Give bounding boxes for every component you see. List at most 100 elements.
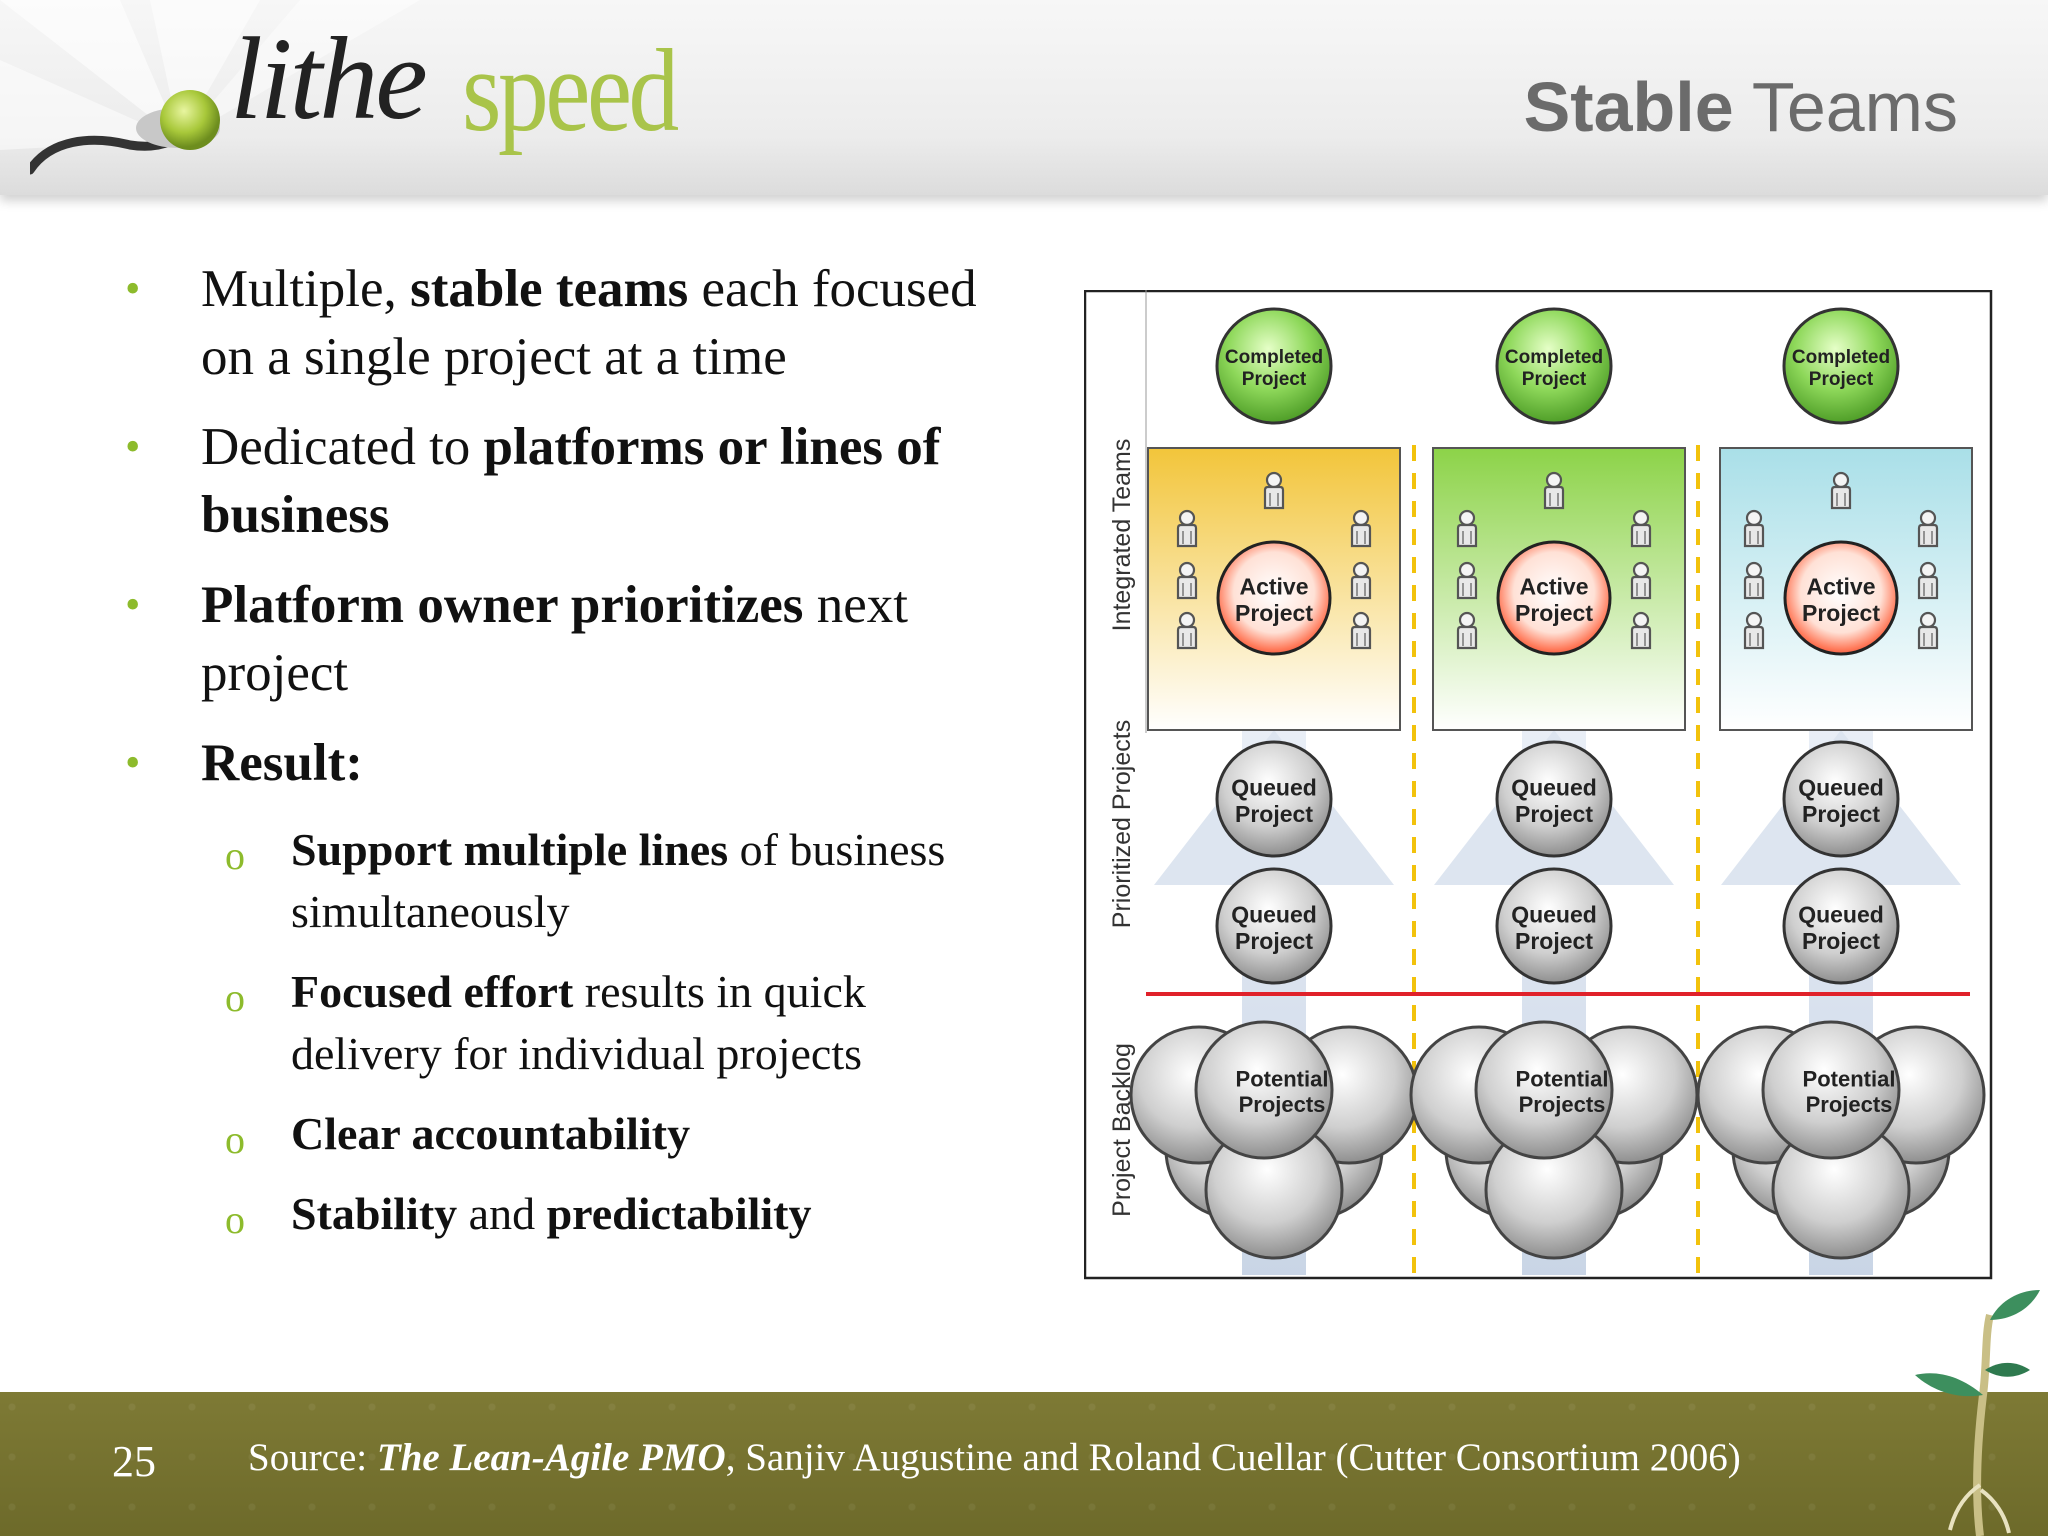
slide-header <box>0 0 2048 195</box>
team-member-icon <box>1743 611 1765 650</box>
bullet-item: •Result: <box>115 729 1025 797</box>
team-member-icon <box>1176 509 1198 548</box>
queued-project-label-line1: Queued <box>1231 902 1317 928</box>
bullet-dot: • <box>125 580 141 629</box>
queued-project-circle <box>1495 867 1613 985</box>
completed-project-label-line2: Project <box>1809 369 1874 390</box>
queued-project-label-line1: Queued <box>1231 775 1317 801</box>
bullet-text-bold: stable teams <box>410 260 689 318</box>
sub-bullet-text-bold: Focused effort <box>291 966 574 1017</box>
logo-text-lithe: lithe <box>230 13 428 144</box>
page-title: Stable Teams <box>1524 72 1958 142</box>
team-member-icon <box>1743 509 1765 548</box>
sub-bullet-text: of business simultaneously <box>291 824 946 937</box>
team-member-icon <box>1176 561 1198 600</box>
bullet-text: Dedicated to <box>201 418 484 476</box>
completed-project-label-line1: Completed <box>1792 347 1890 368</box>
page-title-rest: Teams <box>1733 68 1958 146</box>
completed-project-label-line1: Completed <box>1505 347 1603 368</box>
sub-bullet-text-bold: Support multiple lines <box>291 824 729 875</box>
active-project-label-line2: Project <box>1235 600 1313 626</box>
queued-project-label-line1: Queued <box>1798 902 1884 928</box>
active-project-label-line1: Active <box>1519 574 1588 600</box>
queued-project-circle <box>1782 740 1900 858</box>
sub-bullet-dot: o <box>225 975 245 1020</box>
queued-project-label-line1: Queued <box>1511 775 1597 801</box>
active-project-circle <box>1216 540 1332 656</box>
sub-bullet-dot: o <box>225 1197 245 1242</box>
bullet-dot: • <box>125 422 141 471</box>
row-label-project-backlog: Project Backlog <box>1108 1043 1136 1217</box>
team-member-icon <box>1743 561 1765 600</box>
team-member-icon <box>1350 611 1372 650</box>
potential-projects-label-line1: Potential <box>1236 1067 1329 1092</box>
stable-teams-diagram: Integrated Teams Prioritized Projects Pr… <box>1084 290 1993 1280</box>
logo-text-speed: speed <box>462 25 679 156</box>
page-title-bold: Stable <box>1523 68 1734 146</box>
sub-bullet-text-bold: Stability <box>291 1188 458 1239</box>
queued-project-label-line2: Project <box>1802 928 1880 954</box>
active-project-label-line1: Active <box>1239 574 1308 600</box>
source-details: , Sanjiv Augustine and Roland Cuellar (C… <box>725 1436 1741 1479</box>
bullet-text-bold: platforms or lines of business <box>201 418 941 544</box>
completed-project-circle <box>1495 307 1613 425</box>
queued-project-label-line2: Project <box>1515 801 1593 827</box>
queued-project-label-line2: Project <box>1235 928 1313 954</box>
team-member-icon <box>1917 509 1939 548</box>
team-member-icon <box>1456 561 1478 600</box>
queued-project-circle <box>1215 740 1333 858</box>
team-member-icon <box>1176 611 1198 650</box>
team-member-icon <box>1917 561 1939 600</box>
potential-projects-label-line2: Projects <box>1806 1092 1893 1117</box>
queued-project-circle <box>1215 867 1333 985</box>
page-number: 25 <box>112 1437 156 1486</box>
sub-bullet-dot: o <box>225 833 245 878</box>
bullet-item: • Dedicated to platforms or lines of busi… <box>115 413 1025 549</box>
queued-project-label-line2: Project <box>1802 801 1880 827</box>
team-member-icon <box>1630 611 1652 650</box>
bullet-text: each focused on a single project at a ti… <box>201 260 977 386</box>
bullet-item: •Platform owner prioritizes next project <box>115 571 1025 707</box>
queued-project-label-line1: Queued <box>1511 902 1597 928</box>
sub-bullet-text-bold: Clear accountability <box>291 1108 691 1159</box>
queued-project-circle <box>1782 867 1900 985</box>
team-member-icon <box>1830 471 1852 510</box>
active-project-label-line1: Active <box>1806 574 1875 600</box>
potential-projects-label-line1: Potential <box>1516 1067 1609 1092</box>
team-member-icon <box>1263 471 1285 510</box>
sprout-icon <box>1915 1290 2040 1536</box>
active-project-label-line2: Project <box>1802 600 1880 626</box>
potential-projects-label-line2: Projects <box>1239 1092 1326 1117</box>
potential-project-circle <box>1474 1020 1614 1160</box>
team-member-icon <box>1543 471 1565 510</box>
source-citation: Source: The Lean-Agile PMO, Sanjiv Augus… <box>248 1436 1741 1480</box>
sub-bullet-item: o Focused effort results in quick deliver… <box>115 961 1025 1085</box>
logo-bulb-icon <box>30 90 220 175</box>
team-member-icon <box>1456 611 1478 650</box>
team-member-icon <box>1917 611 1939 650</box>
source-title: The Lean-Agile PMO <box>376 1436 726 1479</box>
active-project-circle <box>1783 540 1899 656</box>
queued-project-circle <box>1495 740 1613 858</box>
sub-bullet-item: o Support multiple lines of business simu… <box>115 819 1025 943</box>
row-label-prioritized-projects: Prioritized Projects <box>1108 720 1136 928</box>
sub-bullet-text: results in quick delivery for individual… <box>291 966 866 1079</box>
queued-project-label-line2: Project <box>1515 928 1593 954</box>
bullet-text-bold: Result: <box>201 734 363 792</box>
bullet-list: •Multiple, stable teams each focused on … <box>115 255 1025 1263</box>
completed-project-label-line2: Project <box>1522 369 1587 390</box>
